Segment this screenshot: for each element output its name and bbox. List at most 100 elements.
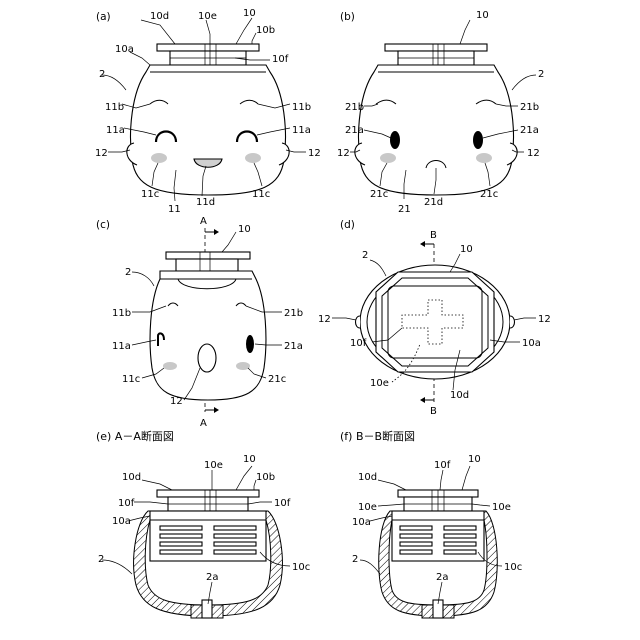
ref-12-right: 12 <box>527 148 540 159</box>
eye-21a <box>246 335 254 353</box>
ref-21d: 21d <box>424 197 443 208</box>
ref-21a-right: 21a <box>520 125 539 136</box>
side-body <box>150 271 266 400</box>
ear-12 <box>198 344 216 372</box>
ref-2: 2 <box>352 554 358 565</box>
cap-rim-10b <box>157 44 259 51</box>
ref-10: 10 <box>243 8 256 19</box>
ref-11d: 11d <box>196 197 215 208</box>
ref-10e-right: 10e <box>492 502 511 513</box>
ref-2: 2 <box>362 250 368 261</box>
ref-2: 2 <box>98 554 104 565</box>
panel-c: (c) A 10 2 11b 21b <box>96 216 303 429</box>
cheek-left <box>151 153 167 163</box>
ref-10c: 10c <box>292 562 310 573</box>
ref-10: 10 <box>460 244 473 255</box>
ref-11b-right: 11b <box>292 102 311 113</box>
cheek-11c <box>163 362 177 370</box>
ref-10: 10 <box>476 10 489 21</box>
cheek-21c <box>236 362 250 370</box>
ref-10a: 10a <box>112 516 131 527</box>
panel-f-label: (f) B－B断面図 <box>340 429 415 443</box>
ref-11c-left: 11c <box>141 189 159 200</box>
ref-21b-right: 21b <box>520 102 539 113</box>
ref-2: 2 <box>125 267 131 278</box>
panel-d: (d) B 2 10 12 12 10f 10a 10e 10d <box>318 219 551 417</box>
ref-10a: 10a <box>352 517 371 528</box>
ref-11a: 11a <box>112 341 131 352</box>
ref-21c-left: 21c <box>370 189 388 200</box>
cap-outer <box>376 272 494 372</box>
ref-21b: 21b <box>284 308 303 319</box>
ref-21b-left: 21b <box>345 102 364 113</box>
panel-d-label: (d) <box>340 219 355 231</box>
ref-21c: 21c <box>268 374 286 385</box>
panel-e-label: (e) A－A断面図 <box>96 429 174 443</box>
ref-21a-left: 21a <box>345 125 364 136</box>
ref-10d: 10d <box>122 472 141 483</box>
ref-12-left: 12 <box>95 148 108 159</box>
ref-10f: 10f <box>272 54 289 65</box>
ref-10e: 10e <box>370 378 389 389</box>
eye-right <box>473 131 483 149</box>
ref-10f-left: 10f <box>118 498 135 509</box>
panel-a-label: (a) <box>96 11 111 23</box>
ref-2: 2 <box>538 69 544 80</box>
ref-11a-right: 11a <box>292 125 311 136</box>
ref-2a: 2a <box>436 572 449 583</box>
ref-10e: 10e <box>198 11 217 22</box>
ref-11b-left: 11b <box>105 102 124 113</box>
ref-A-top: A <box>200 216 207 227</box>
ref-10d: 10d <box>450 390 469 401</box>
ref-11b: 11b <box>112 308 131 319</box>
panel-b: (b) 10 2 21b 21b 21a 21a <box>337 10 544 215</box>
ref-2: 2 <box>99 69 105 80</box>
ref-10d: 10d <box>358 472 377 483</box>
ear-left <box>356 316 361 328</box>
ref-2a: 2a <box>206 572 219 583</box>
panel-e: (e) A－A断面図 10d 10e 10 10 <box>96 429 310 618</box>
ref-A-bottom: A <box>200 418 207 429</box>
cheek-right <box>245 153 261 163</box>
ref-21c-right: 21c <box>480 189 498 200</box>
ref-10d: 10d <box>150 11 169 22</box>
ref-10f-right: 10f <box>274 498 291 509</box>
ref-10f: 10f <box>434 460 451 471</box>
ref-21a: 21a <box>284 341 303 352</box>
ref-B-top: B <box>430 230 437 241</box>
ref-11: 11 <box>168 204 181 215</box>
ref-10b: 10b <box>256 25 275 36</box>
ref-B-bottom: B <box>430 406 437 417</box>
ref-10b: 10b <box>256 472 275 483</box>
ref-10: 10 <box>238 224 251 235</box>
panel-f: (f) B－B断面図 10d 10f 10 10e 10e 10a 2 <box>340 429 522 618</box>
ref-10a: 10a <box>522 338 541 349</box>
ref-10c: 10c <box>504 562 522 573</box>
ref-12-right: 12 <box>538 314 551 325</box>
ref-12: 12 <box>170 396 183 407</box>
cap-rim <box>385 44 487 51</box>
ref-10f: 10f <box>350 338 367 349</box>
eye-left <box>390 131 400 149</box>
cap-rim <box>166 252 250 259</box>
ref-12-right: 12 <box>308 148 321 159</box>
ref-10: 10 <box>468 454 481 465</box>
ref-10e: 10e <box>204 460 223 471</box>
cheek-left <box>380 153 396 163</box>
ref-11a-left: 11a <box>106 125 125 136</box>
panel-c-label: (c) <box>96 219 110 231</box>
panel-a: (a) <box>95 8 321 215</box>
ref-10e-left: 10e <box>358 502 377 513</box>
cap-rim <box>157 490 259 497</box>
ref-12-left: 12 <box>337 148 350 159</box>
panel-b-label: (b) <box>340 11 355 23</box>
cap-neck <box>176 259 238 271</box>
ref-11c: 11c <box>122 374 140 385</box>
cheek-right <box>476 153 492 163</box>
ref-11c-right: 11c <box>252 189 270 200</box>
ref-10a: 10a <box>115 44 134 55</box>
ref-10: 10 <box>243 454 256 465</box>
ref-21: 21 <box>398 204 411 215</box>
ref-12-left: 12 <box>318 314 331 325</box>
